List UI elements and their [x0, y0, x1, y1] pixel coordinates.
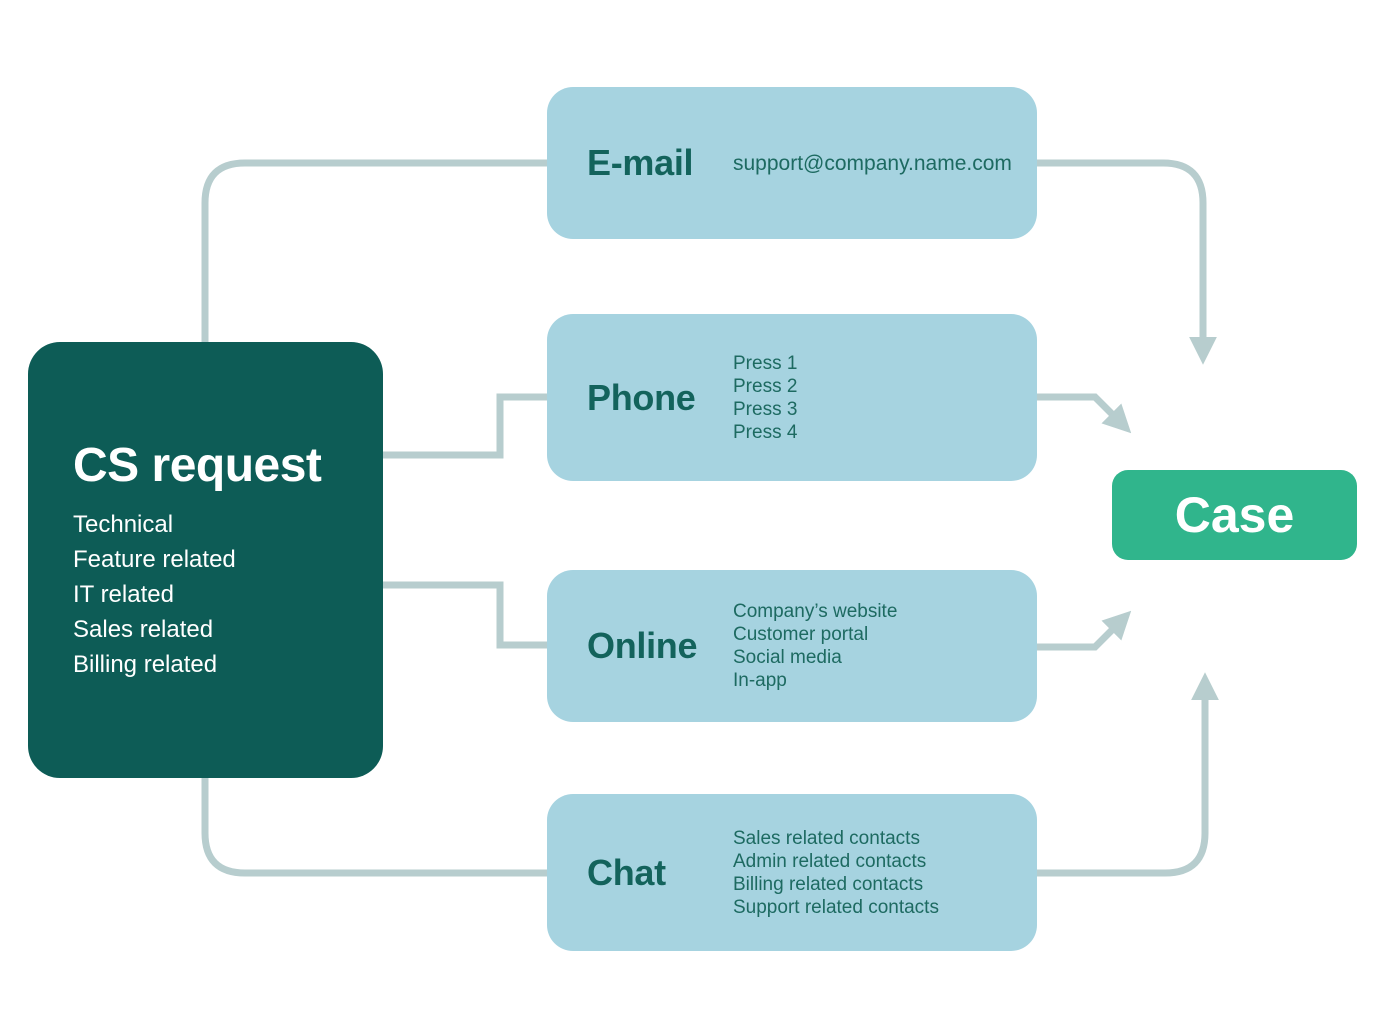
phone-option: Press 1 [733, 352, 798, 374]
online-label: Online [587, 625, 698, 666]
cs-request-title: CS request [73, 439, 322, 492]
edge-phone-to-case [1035, 393, 1132, 434]
edge-cs-to-email [201, 159, 548, 342]
phone-option: Press 3 [733, 398, 798, 420]
phone-details: Press 1 Press 2 Press 3 Press 4 [733, 352, 797, 444]
phone-option: Press 4 [733, 421, 798, 443]
edge-cs-to-phone [383, 393, 547, 459]
email-node: E-mail support@company.name.com [547, 87, 1037, 239]
edge-email-to-case [1037, 159, 1217, 365]
chat-option: Sales related contacts [733, 827, 920, 849]
cs-request-category-list: Technical Feature related IT related Sal… [73, 507, 363, 682]
email-address: support@company.name.com [733, 151, 1012, 175]
email-label: E-mail [587, 142, 694, 183]
case-node: Case [1112, 470, 1357, 560]
online-option: In-app [733, 670, 787, 691]
cs-request-category: IT related [73, 581, 174, 608]
email-details: support@company.name.com [733, 152, 1012, 175]
online-node: Online Company’s website Customer portal… [547, 570, 1037, 722]
online-option: Customer portal [733, 624, 869, 645]
chat-option: Billing related contacts [733, 873, 924, 895]
online-option: Social media [733, 647, 842, 668]
cs-request-category: Feature related [73, 546, 236, 573]
edge-cs-to-chat [201, 778, 548, 877]
phone-option: Press 2 [733, 375, 798, 397]
online-details: Company’s website Customer portal Social… [733, 600, 897, 692]
cs-request-node: CS request Technical Feature related IT … [28, 342, 383, 778]
cs-request-category: Technical [73, 511, 174, 538]
phone-label: Phone [587, 376, 696, 418]
edge-cs-to-online [383, 581, 547, 649]
chat-option: Support related contacts [733, 896, 939, 918]
case-label: Case [1174, 487, 1295, 543]
chat-label: Chat [587, 851, 666, 893]
chat-details: Sales related contacts Admin related con… [733, 827, 939, 919]
edge-chat-to-case [1035, 672, 1219, 877]
edge-online-to-case [1035, 610, 1132, 651]
cs-request-category: Billing related [73, 651, 218, 678]
chat-node: Chat Sales related contacts Admin relate… [547, 794, 1037, 951]
online-option: Company’s website [733, 601, 898, 622]
cs-request-category: Sales related [73, 616, 214, 643]
phone-node: Phone Press 1 Press 2 Press 3 Press 4 [547, 314, 1037, 481]
chat-option: Admin related contacts [733, 850, 927, 872]
